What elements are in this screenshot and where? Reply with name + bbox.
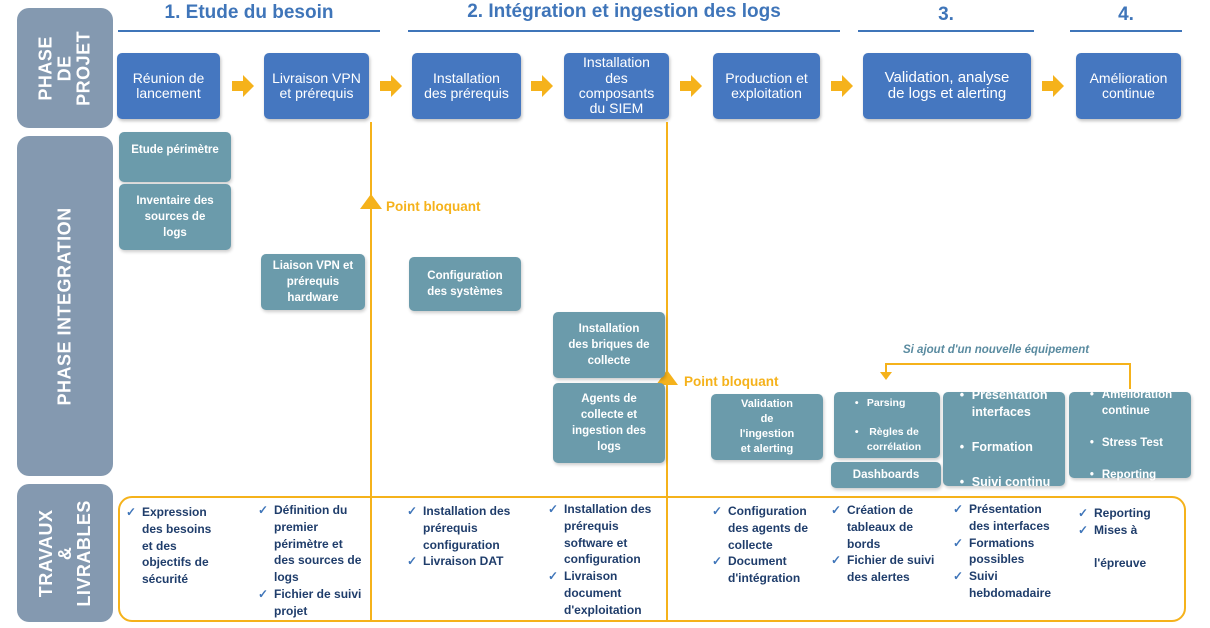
livrables-col-4: ✓Installation des prérequis software et … xyxy=(548,501,666,619)
task-liaison-vpn: Liaison VPN et prérequis hardware xyxy=(261,254,365,310)
blocking-point-1-label: Point bloquant xyxy=(386,199,481,214)
check-icon: ✓ xyxy=(1078,522,1089,537)
livrable-item: ✓Expression des besoins et des objectifs… xyxy=(126,505,212,587)
stage-2-heading: 2. Intégration et ingestion des logs xyxy=(467,1,781,22)
livrable-item: ✓Suivi hebdomadaire xyxy=(953,569,1052,600)
step-reunion: Réunion de lancement xyxy=(117,53,220,119)
phase-integration-text: PHASE INTEGRATION xyxy=(54,206,75,406)
task-suivi-continu: •Suivi continu xyxy=(958,474,1050,492)
note-nouvel-equipement: Si ajout d'un nouvelle équipement xyxy=(903,344,1090,356)
livrable-item: ✓Création de tableaux de bords xyxy=(831,503,914,551)
task-etude-perimetre: Etude périmètre xyxy=(119,132,231,182)
livrable-item: ✓Présentation des interfaces xyxy=(953,502,1050,533)
step-install-siem: Installation des composants du SIEM xyxy=(564,53,669,119)
stage-3-heading: 3. xyxy=(938,4,954,25)
check-icon: ✓ xyxy=(126,505,137,519)
livrables-col-6: ✓Création de tableaux de bords ✓Fichier … xyxy=(831,502,945,586)
task-formation: •Formation xyxy=(958,439,1050,457)
check-icon: ✓ xyxy=(953,535,964,550)
check-icon: ✓ xyxy=(953,502,964,516)
task-pres-interfaces: •Présentation interfaces xyxy=(959,387,1048,420)
livrable-item: ✓Mises à l'épreuve xyxy=(1078,522,1147,571)
note-line-right xyxy=(1129,363,1131,389)
blocking-line-1 xyxy=(370,122,372,620)
stage-1-heading: 1. Etude du besoin xyxy=(164,2,334,23)
note-line-top xyxy=(885,363,1131,365)
task-amel-continue: •Amélioration continue xyxy=(1089,388,1173,417)
livrables-col-5: ✓Configuration des agents de collecte ✓D… xyxy=(712,503,830,587)
task-dashboards: Dashboards xyxy=(831,462,941,488)
step-amelioration: Amélioration continue xyxy=(1076,53,1181,119)
step-validation: Validation, analyse de logs et alerting xyxy=(863,53,1031,119)
stage-4-heading: 4. xyxy=(1118,4,1134,25)
check-icon: ✓ xyxy=(831,503,842,517)
check-icon: ✓ xyxy=(712,504,723,518)
check-icon: ✓ xyxy=(407,554,418,569)
check-icon: ✓ xyxy=(1078,506,1089,520)
stage-4-underline xyxy=(1070,30,1182,32)
task-parsing: •Parsing xyxy=(854,396,906,409)
bullet-icon: • xyxy=(854,396,859,409)
check-icon: ✓ xyxy=(831,553,842,568)
livrable-item: ✓Fichier de suivi projet xyxy=(258,586,362,618)
check-icon: ✓ xyxy=(258,586,269,601)
note-line-left xyxy=(885,363,887,373)
step-production: Production et exploitation xyxy=(713,53,820,119)
livrable-item: ✓Formations possibles xyxy=(953,535,1035,567)
bullet-icon: • xyxy=(1089,469,1094,482)
arrow-down-icon xyxy=(880,372,892,380)
task-validation-ingestion: Validation de l'ingestion et alerting xyxy=(711,394,823,460)
livrable-item: ✓Document d'intégration xyxy=(712,554,801,586)
livrable-item: ✓Livraison DAT xyxy=(407,554,504,569)
phase-travaux-label: TRAVAUX & LIVRABLES xyxy=(17,484,113,622)
bullet-icon: • xyxy=(959,440,965,454)
livrables-col-2: ✓Définition du premier périmètre et des … xyxy=(258,502,370,620)
livrable-item: ✓Installation des prérequis software et … xyxy=(548,502,652,567)
check-icon: ✓ xyxy=(548,569,559,584)
task-stress-test: •Stress Test xyxy=(1088,435,1172,451)
phase-travaux-text: TRAVAUX & LIVRABLES xyxy=(35,499,94,607)
livrables-col-1: ✓Expression des besoins et des objectifs… xyxy=(126,504,230,588)
check-icon: ✓ xyxy=(953,569,964,584)
phase-projet-text: PHASE DE PROJET xyxy=(35,30,94,106)
livrable-item: ✓Reporting xyxy=(1078,506,1151,520)
livrables-col-8: ✓Reporting ✓Mises à l'épreuve xyxy=(1078,505,1178,572)
bullet-icon: • xyxy=(854,426,859,438)
check-icon: ✓ xyxy=(258,503,269,517)
livrable-item: ✓Fichier de suivi des alertes xyxy=(831,553,935,585)
task-formation-group: •Présentation interfaces •Formation •Sui… xyxy=(943,388,1065,489)
bullet-icon: • xyxy=(959,475,965,489)
task-regles: •Règles de corrélation xyxy=(854,426,922,453)
livrable-item: ✓Définition du premier périmètre et des … xyxy=(258,503,362,585)
check-icon: ✓ xyxy=(407,504,418,518)
task-reporting: •Reporting xyxy=(1088,467,1172,483)
livrable-item: ✓Configuration des agents de collecte xyxy=(712,504,809,552)
phase-projet-label: PHASE DE PROJET xyxy=(17,8,113,128)
blocking-point-1-icon xyxy=(360,194,382,209)
step-install-prerequis: Installation des prérequis xyxy=(412,53,521,119)
stage-2-underline xyxy=(408,30,840,32)
bullet-icon: • xyxy=(959,387,965,402)
bullet-icon: • xyxy=(1089,437,1094,449)
step-livraison-vpn: Livraison VPN et prérequis xyxy=(264,53,369,119)
stage-1-underline xyxy=(118,30,380,32)
livrables-col-7: ✓Présentation des interfaces ✓Formations… xyxy=(953,501,1069,602)
bullet-icon: • xyxy=(1089,388,1094,401)
task-inventaire: Inventaire des sources de logs xyxy=(119,184,231,250)
task-config-systemes: Configuration des systèmes xyxy=(409,257,521,311)
blocking-point-2-label: Point bloquant xyxy=(684,374,779,389)
check-icon: ✓ xyxy=(548,502,559,516)
livrable-item: ✓Installation des prérequis configuratio… xyxy=(407,504,511,552)
task-amelioration-group: •Amélioration continue •Stress Test •Rep… xyxy=(1069,389,1191,481)
livrables-frame xyxy=(118,496,1186,622)
task-briques: Installation des briques de collecte xyxy=(553,312,665,378)
phase-integration-label: PHASE INTEGRATION xyxy=(17,136,113,476)
stage-3-underline xyxy=(858,30,1034,32)
task-agents: Agents de collecte et ingestion des logs xyxy=(553,383,665,463)
livrable-item: ✓Livraison document d'exploitation xyxy=(548,569,642,617)
task-parsing-regles: •Parsing •Règles de corrélation xyxy=(834,392,940,458)
livrables-col-3: ✓Installation des prérequis configuratio… xyxy=(407,503,529,570)
check-icon: ✓ xyxy=(712,554,723,569)
